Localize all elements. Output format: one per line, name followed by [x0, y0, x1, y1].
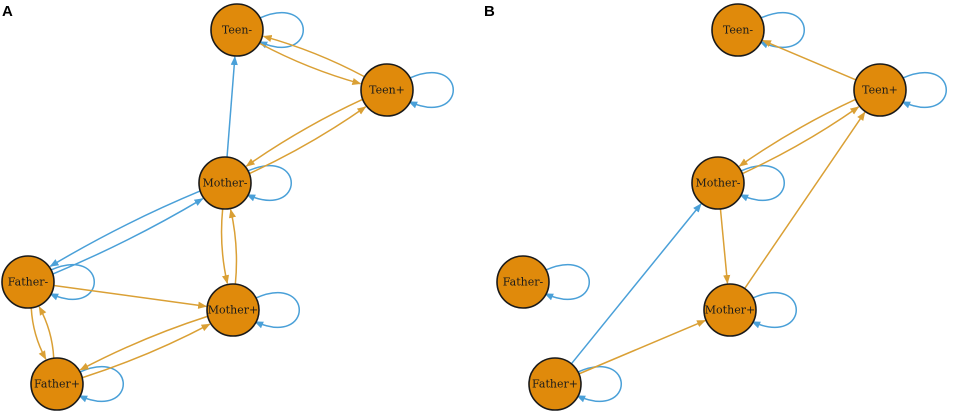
node-circle — [496, 255, 550, 309]
edge-arrow — [79, 315, 208, 371]
panel-a-label: A — [2, 3, 13, 20]
edge-arrow — [578, 319, 706, 375]
edge-arrow — [30, 308, 47, 360]
node-teen-neg: Teen- — [711, 3, 765, 57]
node-circle — [360, 63, 414, 117]
node-circle — [528, 357, 582, 411]
self-loop-edge — [258, 12, 304, 49]
edge-arrow — [738, 98, 856, 167]
edge-arrow — [570, 203, 702, 365]
edge-arrow — [259, 42, 362, 85]
edge-arrow — [52, 198, 204, 275]
panel-b-nodes: Teen- Teen+ Mother- Father- Mother+ Father+ — [496, 3, 907, 411]
node-label: Teen- — [723, 24, 754, 37]
edge-arrow — [82, 323, 211, 379]
node-label: Father+ — [532, 378, 578, 391]
node-circle — [210, 3, 264, 57]
self-loop-edge — [49, 264, 95, 301]
node-mother-neg: Mother- — [198, 156, 252, 210]
panel-b-label: B — [484, 3, 495, 20]
node-circle — [703, 283, 757, 337]
node-circle — [198, 156, 252, 210]
node-mother-neg: Mother- — [691, 156, 745, 210]
panel-a-edges — [30, 12, 454, 403]
node-label: Father- — [503, 276, 544, 289]
node-teen-pos: Teen+ — [853, 63, 907, 117]
edge-arrow — [719, 208, 731, 285]
node-teen-pos: Teen+ — [360, 63, 414, 117]
panel-b: B Teen- Teen+ Mother- Father- Mother+ Father+ — [484, 3, 947, 411]
node-circle — [206, 283, 260, 337]
node-father-pos: Father+ — [30, 357, 84, 411]
node-label: Teen- — [222, 24, 253, 37]
node-mother-pos: Mother+ — [206, 283, 260, 337]
edge-arrow — [228, 208, 238, 284]
node-label: Teen+ — [369, 84, 405, 97]
node-label: Mother- — [696, 177, 741, 190]
node-father-pos: Father+ — [528, 357, 582, 411]
node-father-neg: Father- — [1, 255, 55, 309]
node-label: Mother+ — [705, 304, 755, 317]
node-circle — [691, 156, 745, 210]
self-loop-edge — [408, 72, 454, 109]
edge-arrow — [262, 35, 365, 78]
self-loop-edge — [751, 292, 797, 329]
node-circle — [853, 63, 907, 117]
node-label: Father- — [8, 276, 49, 289]
edge-arrow — [53, 284, 208, 309]
node-teen-neg: Teen- — [210, 3, 264, 57]
node-circle — [30, 357, 84, 411]
self-loop-edge — [254, 292, 300, 329]
node-circle — [711, 3, 765, 57]
self-loop-edge — [901, 72, 947, 109]
edge-arrow — [249, 106, 367, 175]
node-mother-pos: Mother+ — [703, 283, 757, 337]
edge-arrow — [744, 111, 866, 289]
edge-arrow — [38, 306, 55, 358]
edge-arrow — [245, 98, 363, 167]
edge-arrow — [220, 209, 230, 285]
edge-arrow — [226, 56, 238, 158]
self-loop-edge — [544, 264, 590, 301]
panel-a-nodes: Teen- Teen+ Mother- Father- Mother+ Father+ — [1, 3, 414, 411]
self-loop-edge — [78, 366, 124, 403]
node-label: Mother+ — [208, 304, 258, 317]
node-label: Mother- — [203, 177, 248, 190]
edge-arrow — [49, 190, 201, 267]
edge-arrow — [762, 39, 857, 81]
node-father-neg: Father- — [496, 255, 550, 309]
panel-b-edges — [544, 12, 947, 403]
node-circle — [1, 255, 55, 309]
node-label: Father+ — [34, 378, 80, 391]
node-label: Teen+ — [862, 84, 898, 97]
edge-arrow — [742, 106, 860, 175]
panel-a: A Teen- Teen+ Mother- Father- Mother+ Father+ — [1, 3, 454, 411]
